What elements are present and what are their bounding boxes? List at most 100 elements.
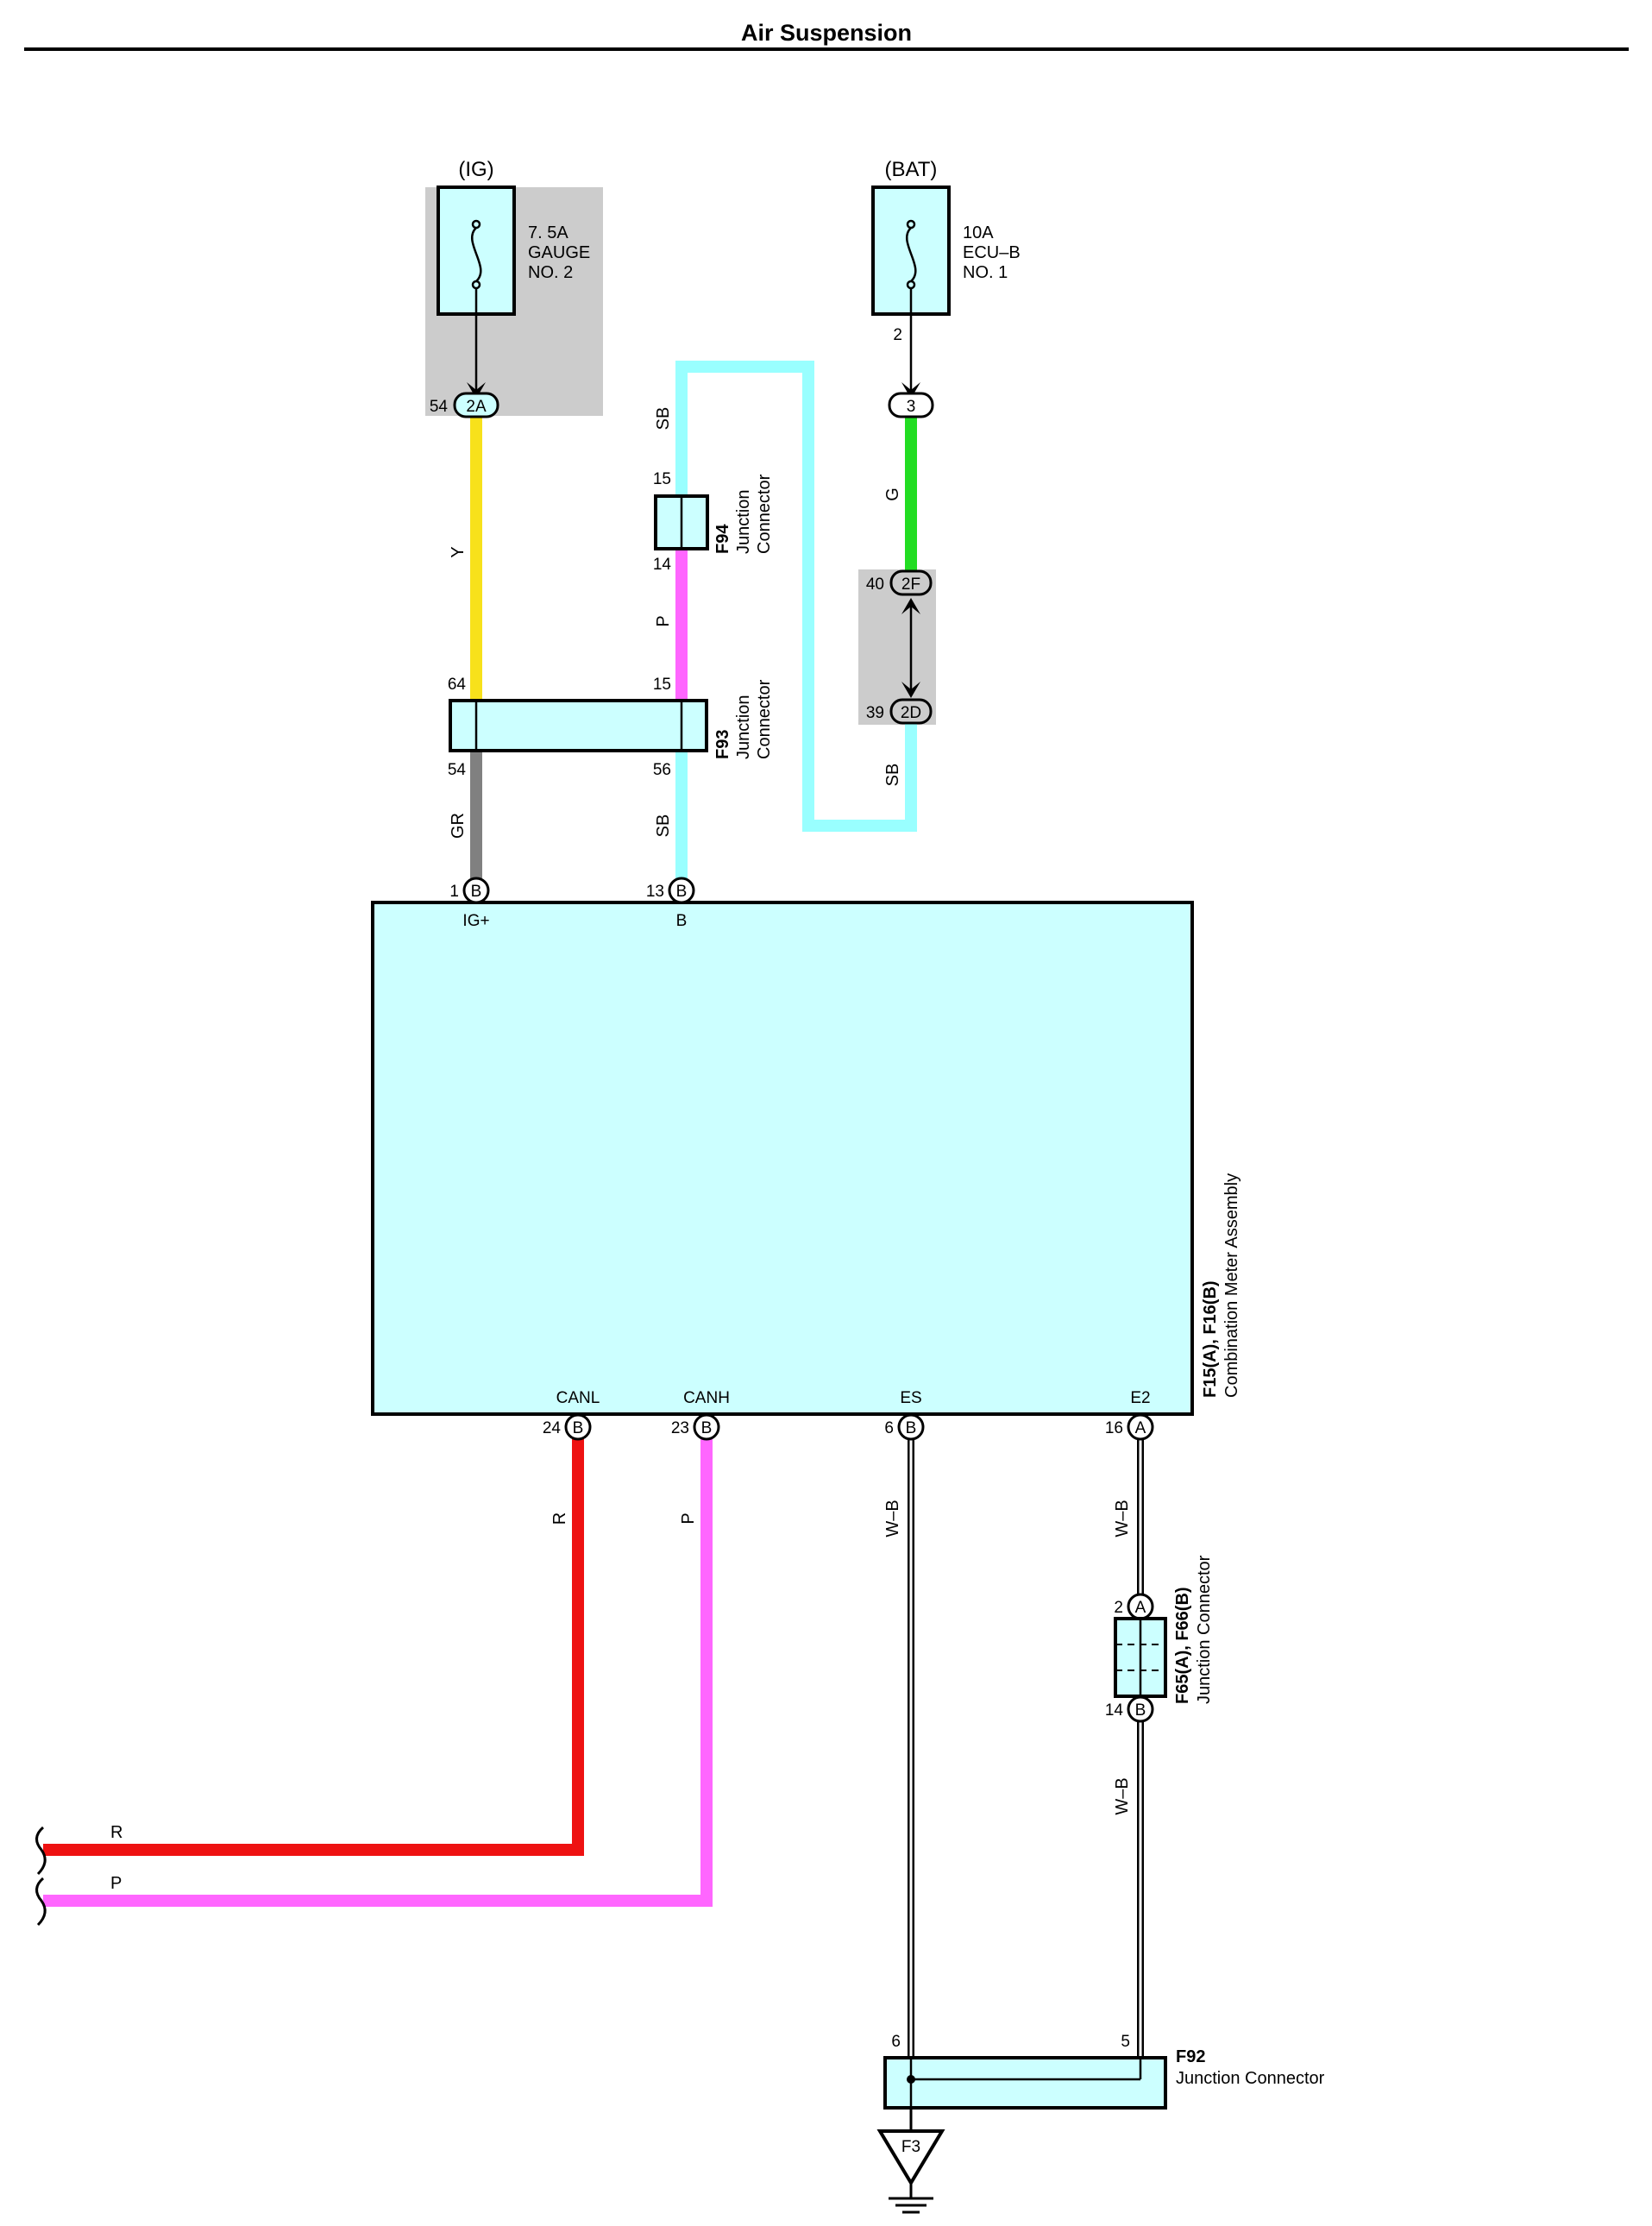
wire-break-p xyxy=(35,1877,47,1927)
junction-f93 xyxy=(449,699,708,752)
junction-f65-f66-name: Junction Connector xyxy=(1195,1555,1214,1704)
fuse-gauge-element xyxy=(470,227,482,282)
fuse-ecu-b-name2: NO. 1 xyxy=(963,263,1008,282)
meter-signal-es: ES xyxy=(900,1389,921,1407)
meter-signal-ig: IG+ xyxy=(462,912,489,930)
svg-text:2F: 2F xyxy=(901,575,920,594)
meter-pin-b-number: 13 xyxy=(646,883,664,901)
ground-f3-triangle xyxy=(876,2129,945,2186)
junction-f93-code: F93 xyxy=(713,730,732,759)
fuse-ecu-b-element xyxy=(905,227,917,282)
junction-f66-pin-b: B xyxy=(1127,1695,1154,1723)
junction-f65-pin-top-number: 2 xyxy=(1114,1599,1123,1617)
fuse-ecu-b-rating: 10A xyxy=(963,223,994,242)
meter-pin-canh: B xyxy=(693,1413,720,1441)
svg-text:A: A xyxy=(1135,1419,1146,1437)
wire-label-sb-meter: SB xyxy=(654,814,673,838)
junction-f94-code: F94 xyxy=(713,524,732,554)
fuse-ecu-b-name1: ECU–B xyxy=(963,243,1021,262)
svg-text:A: A xyxy=(1135,1599,1146,1617)
fuse-gauge-rating: 7. 5A xyxy=(528,223,568,242)
svg-text:B: B xyxy=(471,883,482,901)
svg-text:B: B xyxy=(676,883,688,901)
arrow-down-2d xyxy=(901,682,920,698)
junction-f94-pin-bottom: 14 xyxy=(653,556,672,574)
wire-label-r-vertical: R xyxy=(550,1512,569,1525)
svg-text:B: B xyxy=(906,1419,917,1437)
arrow-up-2f xyxy=(901,598,920,614)
junction-f94-line2: Connector xyxy=(755,474,774,554)
junction-f66-pin-bottom-number: 14 xyxy=(1105,1701,1124,1720)
wire-label-wb-es: W–B xyxy=(883,1500,902,1537)
meter-name: Combination Meter Assembly xyxy=(1222,1173,1241,1398)
combination-meter-box xyxy=(371,901,1194,1416)
junction-f92-code: F92 xyxy=(1176,2047,1205,2066)
junction-f92-name: Junction Connector xyxy=(1176,2069,1325,2088)
junction-f92-pin-right: 5 xyxy=(1121,2033,1130,2051)
junction-f94-pin-top: 15 xyxy=(653,470,671,488)
meter-signal-e2: E2 xyxy=(1130,1389,1150,1407)
fuse-gauge-name2: NO. 2 xyxy=(528,263,573,282)
connector-2a: 2A xyxy=(453,392,499,418)
wire-label-gr: GR xyxy=(449,813,468,839)
meter-code: F15(A), F16(B) xyxy=(1201,1280,1220,1398)
wire-label-p-vertical: P xyxy=(679,1512,698,1524)
wire-label-p-out: P xyxy=(110,1874,122,1893)
junction-f93-pin-a-top: 64 xyxy=(448,676,467,694)
arrow-into-2a xyxy=(467,382,486,399)
wire-label-p-mid: P xyxy=(654,615,673,626)
wire-r-canl xyxy=(43,1439,584,1856)
junction-f93-line1: Junction xyxy=(734,695,753,760)
meter-pin-b: B xyxy=(668,877,695,904)
meter-pin-canl-number: 24 xyxy=(543,1419,562,1437)
wire-p-canh xyxy=(43,1439,713,1907)
wire-label-r-out: R xyxy=(110,1823,122,1842)
svg-text:2D: 2D xyxy=(901,704,921,722)
svg-text:B: B xyxy=(573,1419,584,1437)
junction-f94-line1: Junction xyxy=(734,490,753,555)
fuse-gauge-source: (IG) xyxy=(458,158,493,181)
meter-signal-canh: CANH xyxy=(683,1389,730,1407)
meter-pin-canh-number: 23 xyxy=(671,1419,689,1437)
meter-pin-ig: B xyxy=(462,877,490,904)
junction-f92-pin-left: 6 xyxy=(891,2033,901,2051)
wire-label-sb-right: SB xyxy=(883,764,902,787)
fuse-ecu-b-source: (BAT) xyxy=(885,158,938,181)
meter-signal-canl: CANL xyxy=(556,1389,600,1407)
meter-pin-canl: B xyxy=(564,1413,592,1441)
fuse-gauge-name1: GAUGE xyxy=(528,243,590,262)
connector-2d-pin: 39 xyxy=(866,704,884,722)
meter-pin-e2: A xyxy=(1127,1413,1154,1441)
connector-2d: 2D xyxy=(889,698,933,725)
wire-label-wb-e2: W–B xyxy=(1113,1500,1132,1537)
ground-f3-label: F3 xyxy=(901,2138,920,2156)
connector-2a-pin: 54 xyxy=(430,398,449,416)
junction-f92 xyxy=(883,2056,1167,2110)
arrow-into-3 xyxy=(901,382,920,399)
wire-label-sb-top: SB xyxy=(654,407,673,431)
svg-text:2A: 2A xyxy=(466,398,487,416)
fuse-ecu-b-pin: 2 xyxy=(893,326,902,344)
wire-sb-loop xyxy=(675,361,917,832)
svg-text:3: 3 xyxy=(907,398,916,416)
connector-2f-pin: 40 xyxy=(866,575,884,594)
wire-label-y: Y xyxy=(449,546,468,557)
junction-f93-pin-b-bottom: 56 xyxy=(653,761,671,779)
meter-pin-es: B xyxy=(897,1413,925,1441)
junction-f65-pin-a: A xyxy=(1127,1593,1154,1620)
junction-f93-pin-a-bottom: 54 xyxy=(448,761,467,779)
wire-label-wb-f92: W–B xyxy=(1113,1777,1132,1814)
junction-f93-line2: Connector xyxy=(755,679,774,759)
connector-3: 3 xyxy=(888,392,934,418)
meter-signal-b: B xyxy=(676,912,688,930)
junction-f93-pin-b-top: 15 xyxy=(653,676,671,694)
meter-pin-es-number: 6 xyxy=(884,1419,894,1437)
junction-f92-splice-dot xyxy=(907,2075,915,2084)
wire-break-r xyxy=(35,1826,47,1876)
svg-text:B: B xyxy=(1135,1701,1146,1720)
wire-label-g: G xyxy=(883,487,902,501)
svg-text:B: B xyxy=(701,1419,713,1437)
meter-pin-e2-number: 16 xyxy=(1105,1419,1123,1437)
meter-pin-ig-number: 1 xyxy=(449,883,459,901)
